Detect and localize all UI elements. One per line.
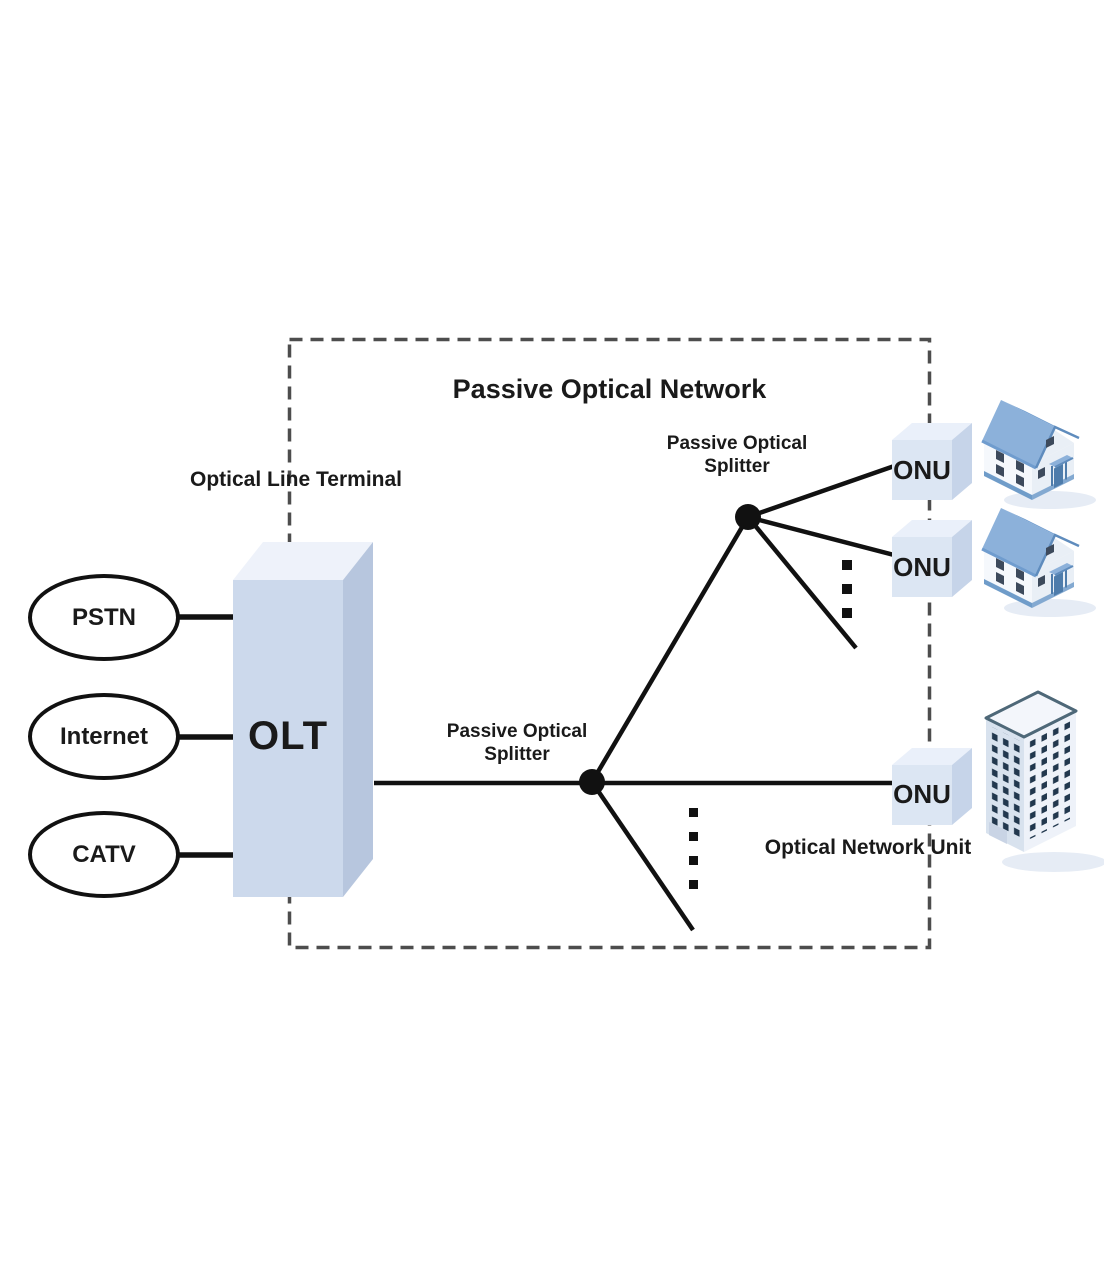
- house-2: [980, 506, 1098, 619]
- olt-label: OLT: [247, 714, 328, 758]
- diagram-title: Passive Optical Network: [452, 374, 767, 404]
- olt-caption: Optical Line Terminal: [190, 468, 402, 491]
- ellipsis-dot: [689, 880, 698, 889]
- source-pstn-label: PSTN: [71, 603, 136, 631]
- source-catv: CATV: [28, 811, 180, 898]
- fiber-top-to-onu2: [747, 514, 899, 559]
- ellipsis-dot: [842, 608, 852, 618]
- ellipsis-dots-top: [842, 560, 852, 618]
- house-1: [980, 398, 1098, 511]
- olt-side-face: [343, 542, 373, 897]
- onu-caption: Optical Network Unit: [764, 836, 972, 859]
- splitter-top-label: Passive Optical Splitter: [637, 432, 837, 478]
- fiber-mid-stub: [590, 780, 695, 932]
- splitter-top-dot: [735, 504, 761, 530]
- splitter-mid-label: Passive Optical Splitter: [417, 720, 617, 766]
- olt-top-face: [233, 542, 373, 580]
- splitter-mid-dot: [579, 769, 605, 795]
- onu2-label: ONU: [893, 552, 951, 582]
- source-pstn: PSTN: [28, 574, 180, 661]
- source-internet: Internet: [28, 693, 180, 780]
- ellipsis-dots-mid: [689, 808, 698, 889]
- source-catv-label: CATV: [72, 840, 136, 868]
- olt-box: [233, 542, 373, 897]
- fiber-top-stub: [746, 515, 858, 650]
- source-internet-label: Internet: [59, 722, 148, 750]
- splitter-top-line2: Splitter: [704, 456, 770, 477]
- splitter-top-line1: Passive Optical: [666, 433, 808, 454]
- onu1-label: ONU: [893, 455, 951, 485]
- fiber-top-to-onu1: [747, 461, 901, 520]
- onu3-label: ONU: [893, 779, 951, 809]
- ellipsis-dot: [689, 832, 698, 841]
- ellipsis-dot: [689, 808, 698, 817]
- ellipsis-dot: [689, 856, 698, 865]
- splitter-mid-line1: Passive Optical: [446, 721, 588, 742]
- olt-front-face: [233, 580, 343, 897]
- office-building: [984, 690, 1104, 874]
- fiber-mid-to-top-splitter: [590, 515, 750, 784]
- ellipsis-dot: [842, 560, 852, 570]
- ellipsis-dot: [842, 584, 852, 594]
- splitter-mid-line2: Splitter: [484, 744, 550, 765]
